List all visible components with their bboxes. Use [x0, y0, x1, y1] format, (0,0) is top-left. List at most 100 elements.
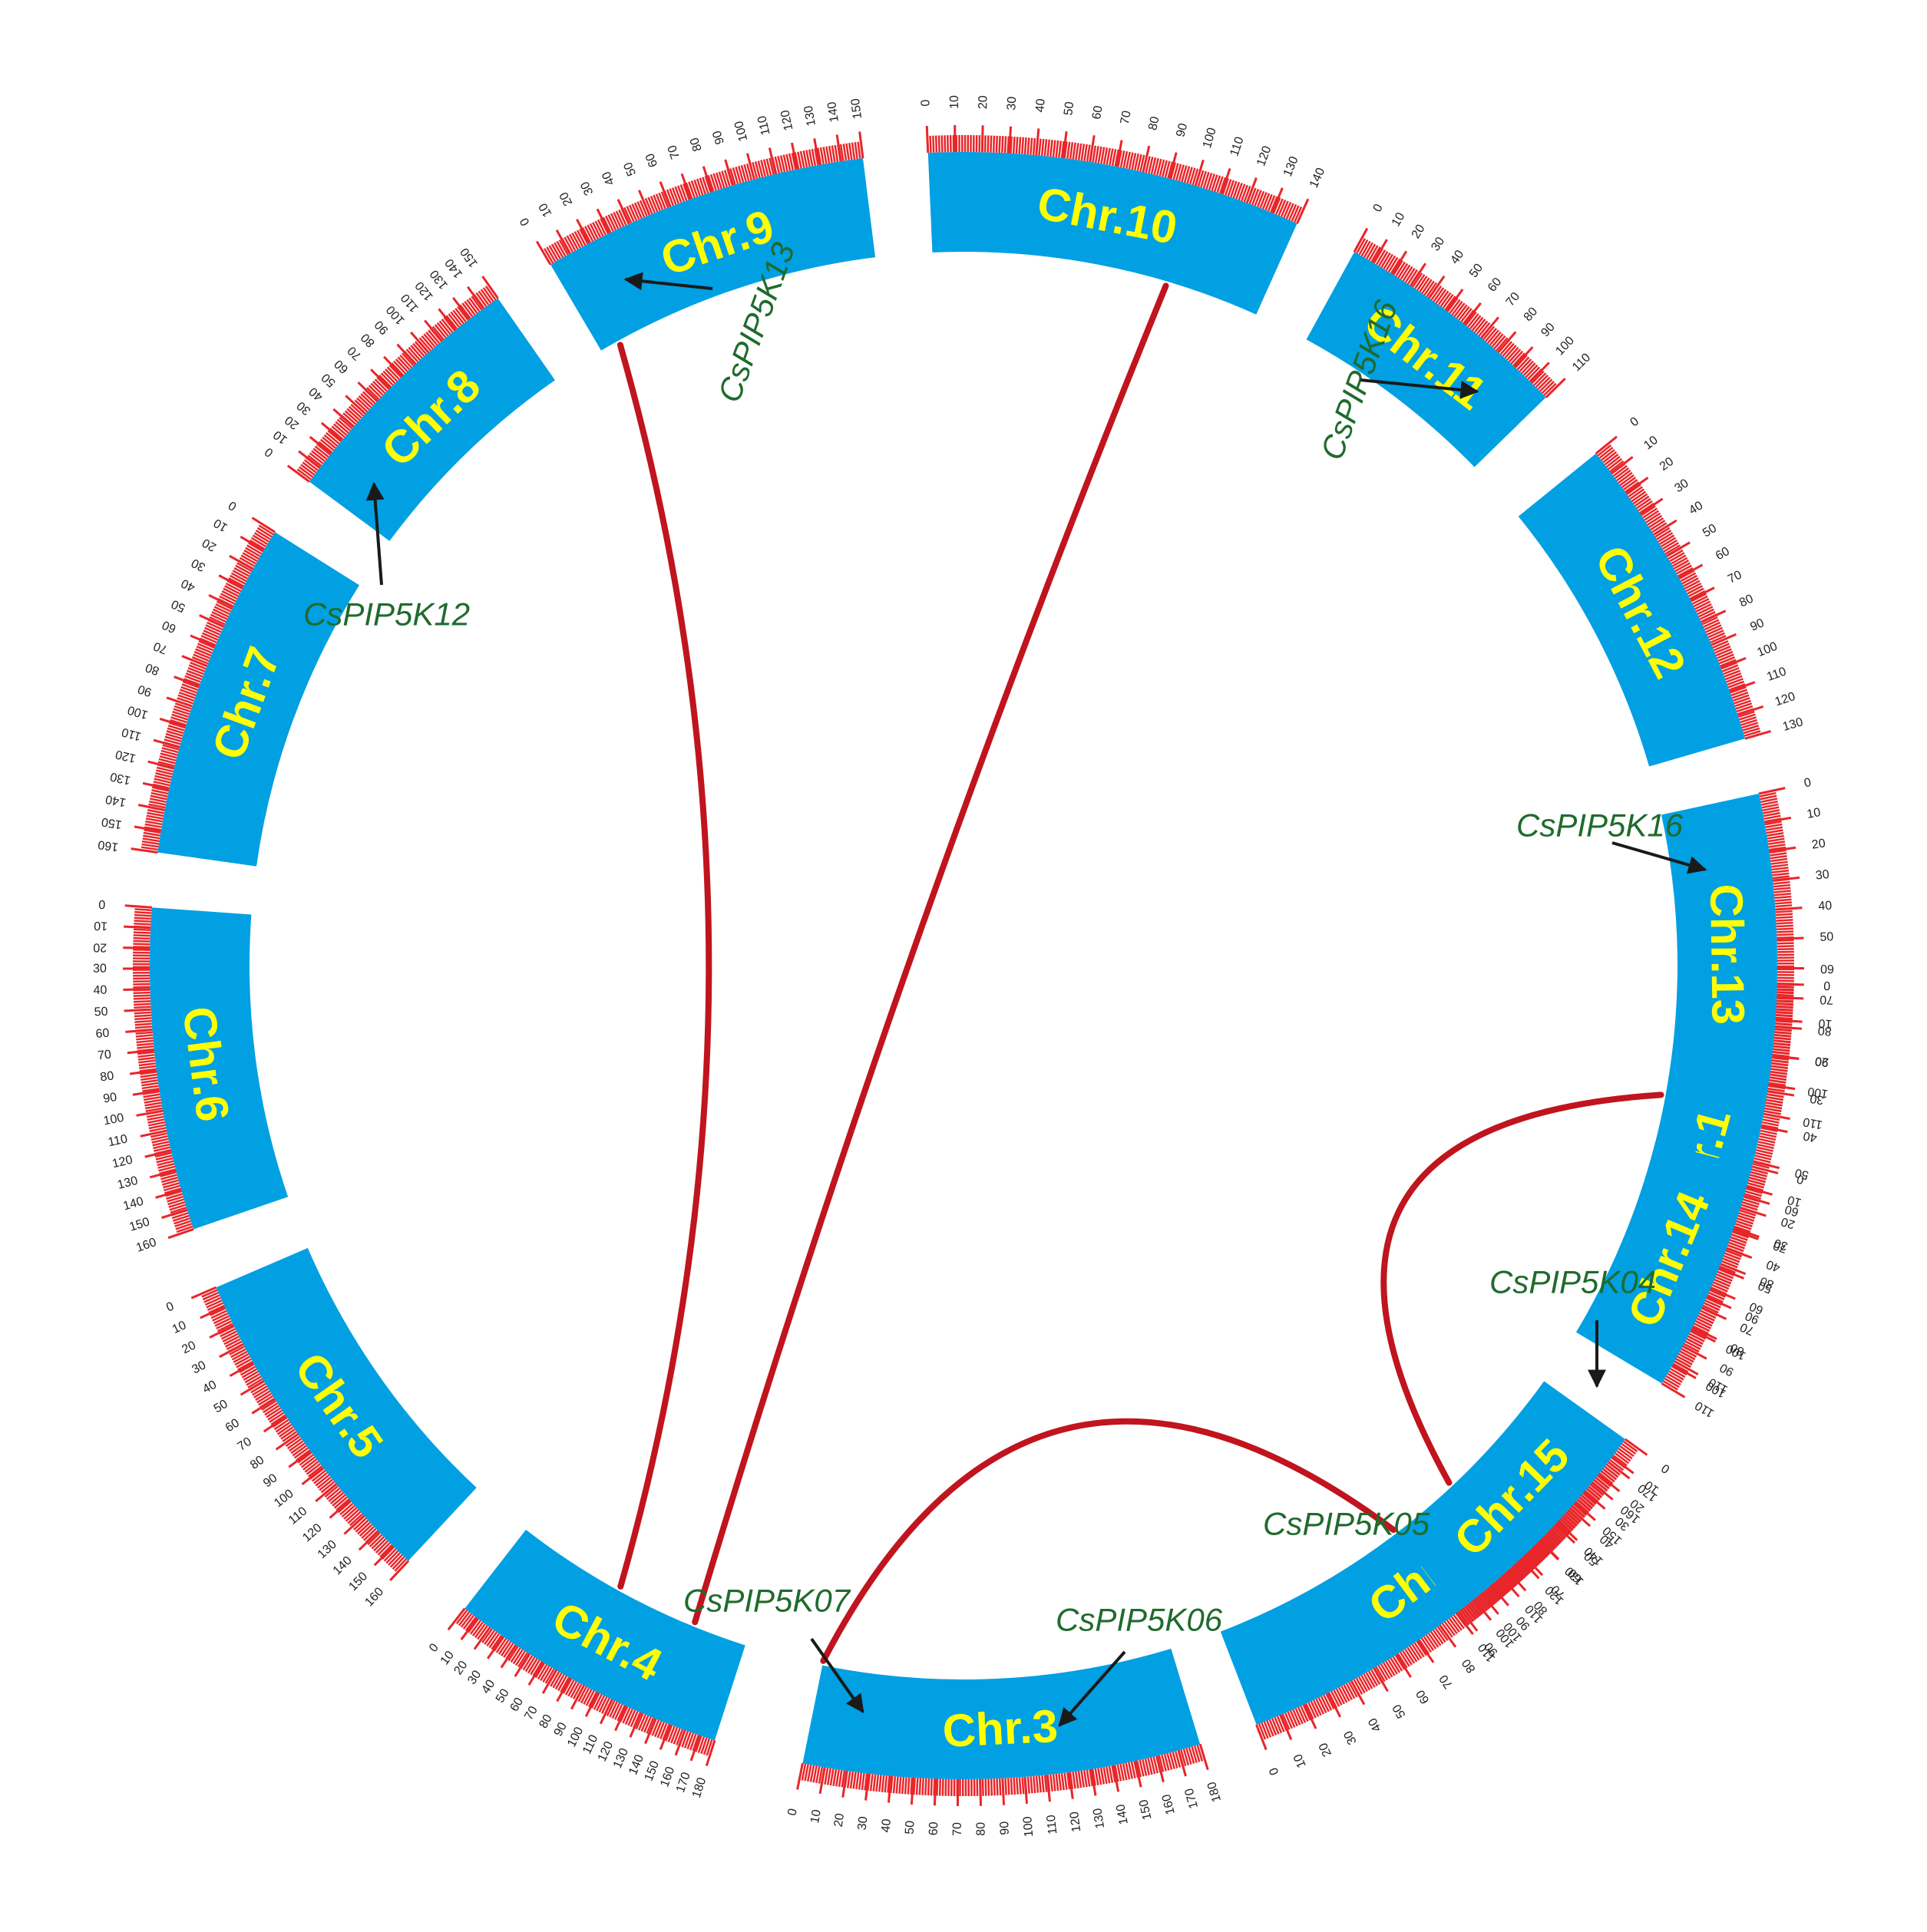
major-tick: [1001, 1778, 1006, 1805]
tick-label: 120: [114, 747, 137, 765]
major-tick: [1763, 1112, 1790, 1121]
major-tick: [1350, 1680, 1366, 1706]
major-tick: [240, 535, 265, 552]
tick-label: 150: [849, 97, 864, 120]
major-tick: [136, 1109, 164, 1117]
tick-label: 0: [1803, 776, 1812, 791]
major-tick: [208, 594, 234, 609]
tick-label: 10: [1786, 1193, 1803, 1209]
tick-label: 110: [755, 114, 772, 137]
tick-label: 100: [1806, 1085, 1829, 1101]
major-tick: [1554, 1523, 1575, 1544]
chromosome-block: [309, 298, 555, 541]
gene-label: CsPIP5K04: [1489, 1264, 1656, 1300]
major-tick: [209, 1324, 235, 1339]
tick-label: 120: [1773, 690, 1797, 708]
major-tick: [1692, 1326, 1717, 1340]
major-tick: [599, 1699, 613, 1725]
major-tick: [1610, 456, 1634, 474]
major-tick: [1497, 331, 1517, 353]
tick-label: 70: [345, 344, 365, 363]
major-tick: [1410, 263, 1427, 287]
major-tick: [1116, 140, 1123, 167]
major-tick: [1595, 435, 1618, 455]
tick-label: 60: [1414, 1687, 1433, 1706]
major-tick: [1035, 128, 1040, 156]
major-tick: [1168, 152, 1178, 179]
major-tick: [1726, 1247, 1753, 1259]
tick-label: 60: [1090, 104, 1106, 120]
major-tick: [153, 738, 180, 749]
tick-label: 0: [164, 1300, 176, 1314]
major-tick: [1760, 1125, 1788, 1134]
major-tick: [1245, 177, 1258, 203]
major-tick: [1068, 1772, 1074, 1799]
major-tick: [1666, 541, 1691, 557]
tick-label: 30: [856, 1815, 871, 1831]
major-tick: [1775, 907, 1803, 911]
tick-label: 50: [622, 160, 640, 178]
tick-label: 70: [522, 1704, 540, 1722]
tick-label: 170: [1183, 1787, 1201, 1810]
major-tick: [1008, 126, 1013, 154]
major-tick: [424, 319, 443, 342]
chromosome-block: [1306, 252, 1546, 467]
major-tick: [1220, 167, 1231, 195]
tick-label: 180: [690, 1776, 709, 1800]
major-tick: [1737, 705, 1764, 716]
major-tick: [1764, 816, 1792, 824]
tick-label: 50: [170, 597, 187, 615]
major-tick: [1556, 1521, 1578, 1541]
tick-label: 0: [427, 1641, 441, 1655]
major-tick: [702, 166, 713, 193]
tick-band: [1456, 1438, 1640, 1627]
tick-label: 30: [1342, 1729, 1360, 1747]
major-tick: [1751, 1165, 1779, 1174]
major-tick: [556, 1677, 571, 1702]
tick-label: 30: [190, 556, 208, 573]
tick-label: 70: [236, 1435, 254, 1454]
major-tick: [124, 925, 151, 930]
tick-label: 100: [1553, 334, 1577, 358]
tick-label: 130: [1781, 715, 1804, 734]
tick-label: 80: [99, 1069, 114, 1084]
chromosome-block: [157, 532, 360, 867]
tick-label: 70: [1437, 1673, 1456, 1691]
tick-label: 50: [1757, 1278, 1774, 1295]
major-tick: [1062, 131, 1068, 159]
tick-label: 60: [927, 1821, 941, 1835]
tick-label: 130: [802, 104, 818, 127]
major-tick: [1279, 1714, 1293, 1740]
tick-label: 70: [97, 1048, 112, 1062]
major-tick: [229, 1362, 254, 1377]
tick-label: 40: [479, 1677, 497, 1696]
major-tick: [1583, 1490, 1606, 1510]
tick-label: 50: [94, 1006, 108, 1019]
tick-label: 10: [1641, 434, 1661, 452]
tick-label: 90: [552, 1720, 570, 1739]
gene-label: CsPIP5K12: [303, 596, 470, 632]
major-tick: [1439, 1624, 1457, 1648]
major-tick: [616, 199, 630, 225]
tick-label: 90: [1814, 1054, 1829, 1068]
major-tick: [858, 131, 864, 159]
tick-label: 60: [1820, 962, 1834, 975]
tick-label: 20: [1811, 837, 1826, 851]
major-tick: [1711, 632, 1737, 646]
major-tick: [1701, 1306, 1727, 1320]
tick-label: 40: [93, 984, 107, 998]
major-tick: [614, 1706, 628, 1732]
major-tick: [745, 153, 755, 180]
major-tick: [123, 988, 150, 992]
major-tick: [373, 1545, 395, 1567]
tick-band: [140, 522, 276, 854]
gene-label: CsPIP5K07: [683, 1583, 851, 1619]
major-tick: [1427, 275, 1446, 299]
tick-label: 30: [93, 963, 107, 976]
tick-label: 30: [1773, 1236, 1790, 1253]
major-tick: [190, 1286, 217, 1300]
